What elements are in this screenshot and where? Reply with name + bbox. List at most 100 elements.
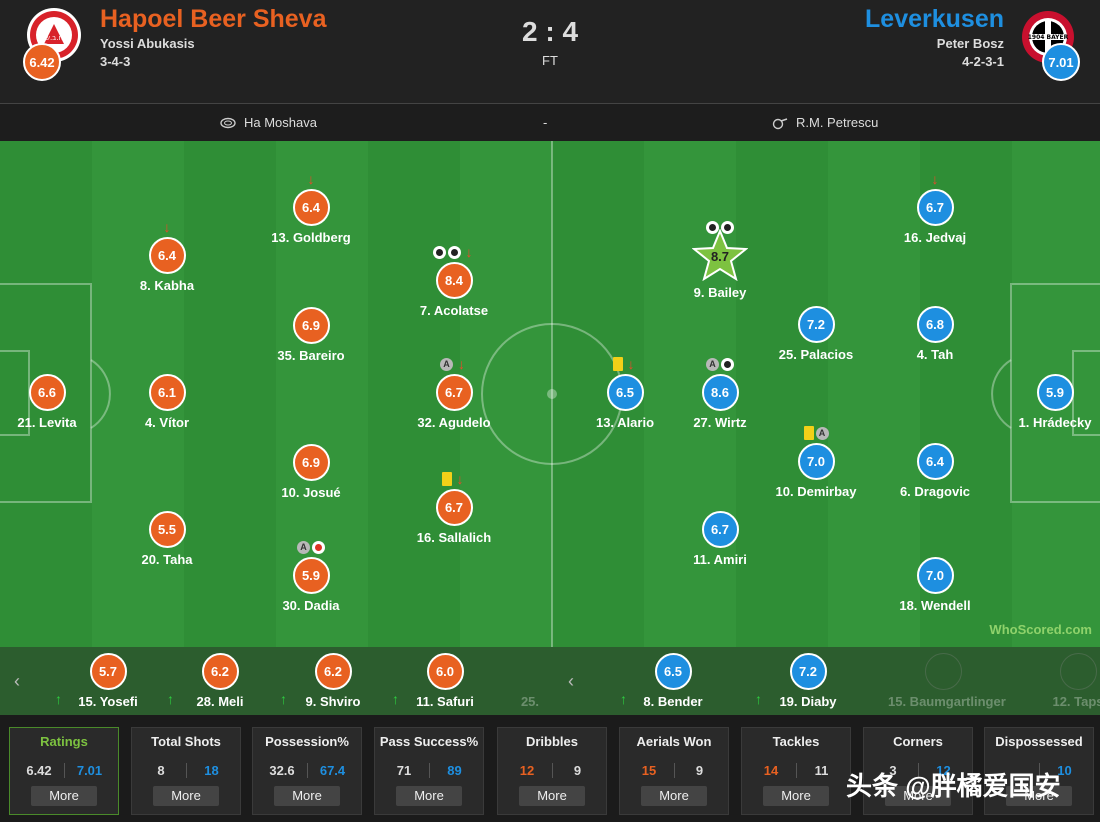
yellow-card-icon (612, 357, 623, 371)
substitute-rating: 5.7 (89, 653, 127, 690)
subs-prev-home-icon[interactable]: ‹ (14, 671, 20, 691)
home-team-name[interactable]: Hapoel Beer Sheva (100, 5, 327, 33)
more-button[interactable]: More (31, 786, 97, 806)
away-substitute[interactable]: 12. Taps (1023, 653, 1100, 709)
man-of-the-match-star-icon (692, 229, 748, 281)
player-rating: 6.4 (916, 443, 954, 480)
home-substitute[interactable]: 5.7↑15. Yosefi (53, 653, 163, 709)
home-substitute[interactable]: 6.2↑28. Meli (165, 653, 275, 709)
player-name: 4. Vítor (144, 415, 190, 430)
stat-title: Total Shots (151, 734, 221, 749)
away-team-name[interactable]: Leverkusen (865, 5, 1004, 33)
player-rating: 6.7 (435, 374, 473, 411)
away-formation: 4-2-3-1 (962, 54, 1004, 69)
substitute-rating: 6.0 (426, 653, 464, 690)
player-name: 18. Wendell (899, 598, 971, 613)
player-name: 1. Hrádecky (1018, 415, 1092, 430)
home-substitute[interactable]: 6.2↑9. Shviro (278, 653, 388, 709)
away-stat-value: 67.4 (307, 763, 357, 778)
substitute-name: 19. Diaby (779, 694, 837, 709)
away-substitute[interactable]: 7.2↑19. Diaby (753, 653, 863, 709)
player-rating-value: 8.7 (710, 249, 730, 264)
player-rating: 6.4 (148, 237, 186, 274)
away-player[interactable]: 7.0 18. Wendell (870, 557, 1000, 613)
home-formation: 3-4-3 (100, 54, 131, 69)
player-name: 13. Goldberg (271, 230, 351, 245)
away-stat-value: 7.01 (64, 763, 114, 778)
stat-title: Possession% (265, 734, 349, 749)
more-button[interactable]: More (885, 786, 951, 806)
more-button[interactable]: More (1006, 786, 1072, 806)
away-substitute[interactable]: 6.5↑8. Bender (618, 653, 728, 709)
away-stat-value: 89 (429, 763, 479, 778)
player-rating: 8.4 (435, 262, 473, 299)
referee-name: R.M. Petrescu (796, 115, 879, 130)
player-rating: 5.5 (148, 511, 186, 548)
more-button[interactable]: More (641, 786, 707, 806)
substituted-on-icon: ↑ (755, 691, 762, 707)
home-substitute[interactable]: 25. (475, 653, 585, 709)
more-button[interactable]: More (153, 786, 219, 806)
player-rating: 6.6 (28, 374, 66, 411)
more-button[interactable]: More (519, 786, 585, 806)
player-name: 35. Bareiro (277, 348, 345, 363)
more-button[interactable]: More (396, 786, 462, 806)
player-rating: 8.6 (701, 374, 739, 411)
substituted-off-icon: ↓ (627, 355, 635, 372)
away-substitute[interactable]: 15. Baumgartlinger (888, 653, 1006, 709)
substituted-off-icon: ↓ (931, 170, 939, 187)
more-button[interactable]: More (274, 786, 340, 806)
subs-prev-away-icon[interactable]: ‹ (568, 671, 574, 691)
away-manager: Peter Bosz (936, 36, 1004, 51)
substitute-name: 25. (520, 694, 540, 709)
more-button[interactable]: More (763, 786, 829, 806)
away-stat-value: 9 (674, 763, 724, 778)
away-crest-text: 1904 BAYER (1028, 34, 1069, 41)
stat-title: Tackles (772, 734, 820, 749)
player-rating: 7.0 (797, 443, 835, 480)
player-rating: 7.0 (916, 557, 954, 594)
home-player[interactable]: 6.6 21. Levita (0, 374, 112, 430)
match-score: 2 : 4 (521, 16, 579, 47)
whoscored-logo[interactable]: WhoScored.com (989, 622, 1092, 637)
home-stat-value: 3 (889, 763, 897, 778)
player-name: 21. Levita (17, 415, 77, 430)
whistle-icon (772, 117, 788, 129)
away-stat-value: 11 (796, 763, 846, 778)
player-name: 7. Acolatse (419, 303, 489, 318)
home-substitute[interactable]: 6.0↑11. Safuri (390, 653, 500, 709)
home-stat-value: 14 (763, 763, 779, 778)
